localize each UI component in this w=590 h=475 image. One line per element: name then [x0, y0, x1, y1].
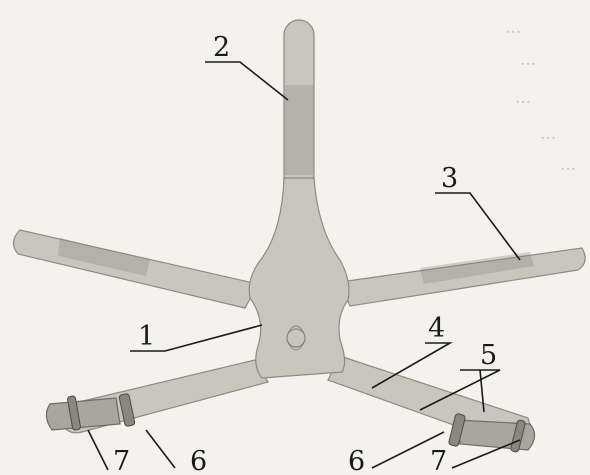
upper-left-arm: [13, 230, 258, 308]
label-3: 3: [441, 163, 458, 194]
label-7-left: 7: [113, 446, 130, 475]
label-5: 5: [480, 340, 497, 371]
label-7-right: 7: [430, 446, 447, 475]
upper-right-arm: [340, 248, 585, 306]
label-6-right: 6: [348, 446, 365, 475]
label-4: 4: [428, 313, 445, 344]
label-6-left: 6: [190, 446, 207, 475]
central-body: [249, 178, 349, 378]
label-2: 2: [213, 32, 230, 63]
label-1: 1: [138, 321, 155, 352]
